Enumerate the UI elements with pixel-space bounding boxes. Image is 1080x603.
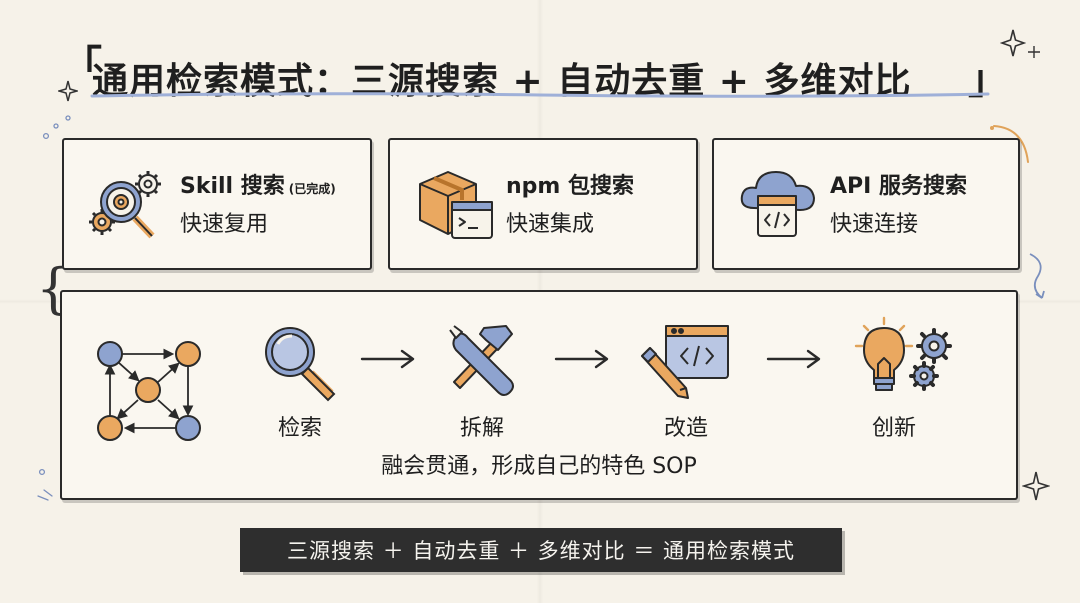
title-bracket-left: 「 (62, 43, 102, 89)
sparkle-icon (1000, 29, 1026, 57)
card-title: Skill 搜索(已完成) (180, 168, 336, 200)
gear-search-icon (89, 171, 161, 239)
card-npm-search: npm 包搜索 快速集成 (388, 138, 698, 270)
card-api-search: API 服务搜索 快速连接 (712, 138, 1020, 270)
lightbulb-gears-icon (854, 316, 952, 391)
arc-decoration (990, 125, 1029, 163)
node-network-icon (97, 341, 201, 441)
step-label-search: 检索 (277, 416, 322, 441)
curl-arrow-decoration (1029, 253, 1045, 299)
card-title: npm 包搜索 (506, 174, 634, 199)
cloud-code-icon (740, 171, 815, 237)
plus-sparkle-icon (1028, 46, 1040, 58)
card-subtitle: 快速集成 (506, 212, 595, 237)
card-title: API 服务搜索 (830, 174, 967, 199)
package-terminal-icon (419, 171, 493, 239)
arrow-right-icon (554, 349, 609, 369)
step-label-innovate: 创新 (871, 416, 916, 441)
dots-decoration (37, 468, 53, 501)
workflow-card: 检索 拆解 改造 (60, 290, 1018, 500)
title-underline (90, 92, 990, 98)
magnifier-icon (265, 327, 336, 402)
card-title-text: Skill 搜索 (180, 174, 285, 199)
pencil-code-window-icon (641, 325, 729, 399)
sparkle-icon (58, 80, 78, 102)
card-subtitle: 快速复用 (180, 212, 269, 237)
formula-banner: 三源搜索 ＋ 自动去重 ＋ 多维对比 ＝ 通用检索模式 (240, 528, 842, 572)
card-status-note: (已完成) (288, 182, 336, 196)
sparkle-icon (1022, 471, 1050, 501)
card-subtitle: 快速连接 (830, 212, 919, 237)
dots-decoration (42, 115, 71, 140)
workflow-caption: 融会贯通，形成自己的特色 SOP (381, 454, 697, 479)
card-skill-search: Skill 搜索(已完成) 快速复用 (62, 138, 372, 270)
hammer-wrench-icon (449, 325, 514, 396)
step-label-transform: 改造 (663, 416, 708, 441)
step-label-breakdown: 拆解 (459, 416, 504, 441)
arrow-right-icon (360, 349, 415, 369)
arrow-right-icon (766, 349, 821, 369)
